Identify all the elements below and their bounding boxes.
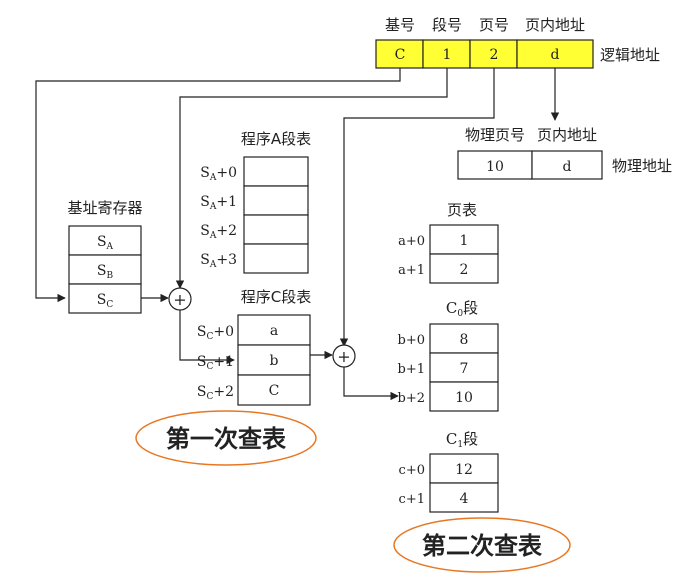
physical-cell-offset (531, 150, 603, 180)
logical-header-segment: 段号 (432, 16, 462, 34)
page-table-value-0: 1 (460, 233, 469, 249)
arrow-base-to-register (35, 68, 401, 303)
c0-row (429, 381, 499, 412)
segment-a-row (243, 243, 309, 274)
segment-a-label-1: SA+1 (200, 194, 237, 212)
c0-value-1: 7 (460, 361, 469, 377)
page-table-value-1: 2 (460, 262, 469, 278)
segment-c-value-0: a (270, 323, 278, 339)
c1-row (429, 453, 499, 484)
adder-1: + (168, 287, 192, 311)
segment-c-row (237, 374, 311, 406)
c1-label-1: c+1 (399, 492, 425, 507)
segment-c-label-2: SC+2 (197, 384, 234, 402)
page-table-label-0: a+0 (398, 234, 425, 249)
callout-second: 第二次查表 (393, 517, 571, 573)
logical-header-base: 基号 (385, 16, 415, 34)
adder-1-symbol: + (173, 290, 186, 309)
c0-value-2: 10 (455, 390, 473, 406)
segment-c-label-0: SC+0 (197, 324, 234, 342)
segment-c-label-1: SC+1 (197, 354, 234, 372)
callout-first: 第一次查表 (135, 410, 317, 466)
adder-circle (168, 287, 192, 311)
arrow-segment-to-adder1 (175, 68, 448, 289)
segment-table-c-title: 程序C段表 (241, 288, 311, 306)
physical-header-offset: 页内地址 (537, 126, 597, 144)
segment-a-label-3: SA+3 (200, 252, 237, 270)
c1-label-0: c+0 (399, 463, 425, 478)
segment-a-row (243, 214, 309, 245)
c0-segment-title: C0段 (446, 299, 478, 319)
base-register-sb: SB (97, 263, 114, 281)
adder-circle (332, 344, 356, 368)
logical-value-segment: 1 (443, 47, 452, 63)
logical-address: 基号 段号 页号 页内地址 C 1 2 d 逻辑地址 (375, 16, 660, 69)
segment-a-label-0: SA+0 (200, 165, 237, 183)
segment-a-row (243, 156, 309, 187)
adder-2: + (332, 344, 356, 368)
callout-second-ellipse (393, 517, 571, 573)
c1-row (429, 482, 499, 513)
logical-cell-base (375, 39, 424, 69)
callout-second-text: 第二次查表 (422, 532, 543, 560)
physical-value-page: 10 (486, 159, 504, 175)
physical-cell-page (457, 150, 533, 180)
logical-header-page: 页号 (479, 16, 509, 34)
logical-value-offset: d (551, 47, 560, 63)
arrow-adder1-to-table-c (179, 310, 235, 365)
physical-value-offset: d (563, 159, 572, 175)
logical-cell-offset (516, 39, 594, 69)
base-register-sa: SA (97, 234, 114, 252)
logical-header-offset: 页内地址 (525, 16, 585, 34)
logical-value-page: 2 (490, 47, 499, 63)
page-table-label-1: a+1 (398, 263, 425, 278)
physical-header-page: 物理页号 (465, 126, 525, 144)
logical-value-base: C (395, 47, 406, 63)
segment-c-value-2: C (269, 383, 280, 399)
physical-address-label: 物理地址 (612, 157, 672, 175)
page-table: 页表 1 2 a+0 a+1 (398, 201, 499, 284)
callout-first-ellipse (135, 410, 317, 466)
segment-a-row (243, 185, 309, 216)
base-register-row (68, 283, 142, 314)
segment-table-a: 程序A段表 SA+0 SA+1 SA+2 SA+3 (200, 130, 311, 274)
c0-segment: C0段 8 7 10 b+0 b+1 b+2 (398, 299, 499, 412)
c0-label-2: b+2 (398, 391, 426, 406)
c1-segment: C1段 12 4 c+0 c+1 (399, 430, 499, 513)
segment-c-value-1: b (270, 353, 279, 369)
page-table-row (429, 253, 499, 284)
base-register: 基址寄存器 SA SB SC (67, 199, 143, 314)
callout-first-text: 第一次查表 (166, 425, 287, 453)
c1-value-0: 12 (455, 462, 473, 478)
arrow-adder2-to-b2 (343, 367, 399, 401)
c0-label-1: b+1 (398, 362, 426, 377)
page-table-row (429, 224, 499, 255)
connectors (35, 68, 560, 401)
c0-label-0: b+0 (398, 333, 426, 348)
base-register-title: 基址寄存器 (67, 199, 142, 217)
adder-2-symbol: + (337, 347, 350, 366)
segment-a-label-2: SA+2 (200, 223, 237, 241)
base-register-sc: SC (97, 292, 114, 310)
segment-table-a-title: 程序A段表 (241, 130, 311, 148)
c0-value-0: 8 (460, 332, 469, 348)
c1-value-1: 4 (460, 491, 469, 507)
page-table-title: 页表 (447, 201, 477, 219)
segment-table-c: 程序C段表 a b C SC+0 SC+1 SC+2 (197, 288, 311, 406)
arrow-page-to-adder2 (339, 68, 495, 347)
c1-segment-title: C1段 (446, 430, 478, 450)
physical-address: 物理页号 页内地址 10 d 物理地址 (457, 126, 672, 180)
segment-c-row (237, 344, 311, 376)
logical-address-label: 逻辑地址 (600, 46, 660, 64)
c0-row (429, 323, 499, 354)
base-register-row (68, 254, 142, 285)
